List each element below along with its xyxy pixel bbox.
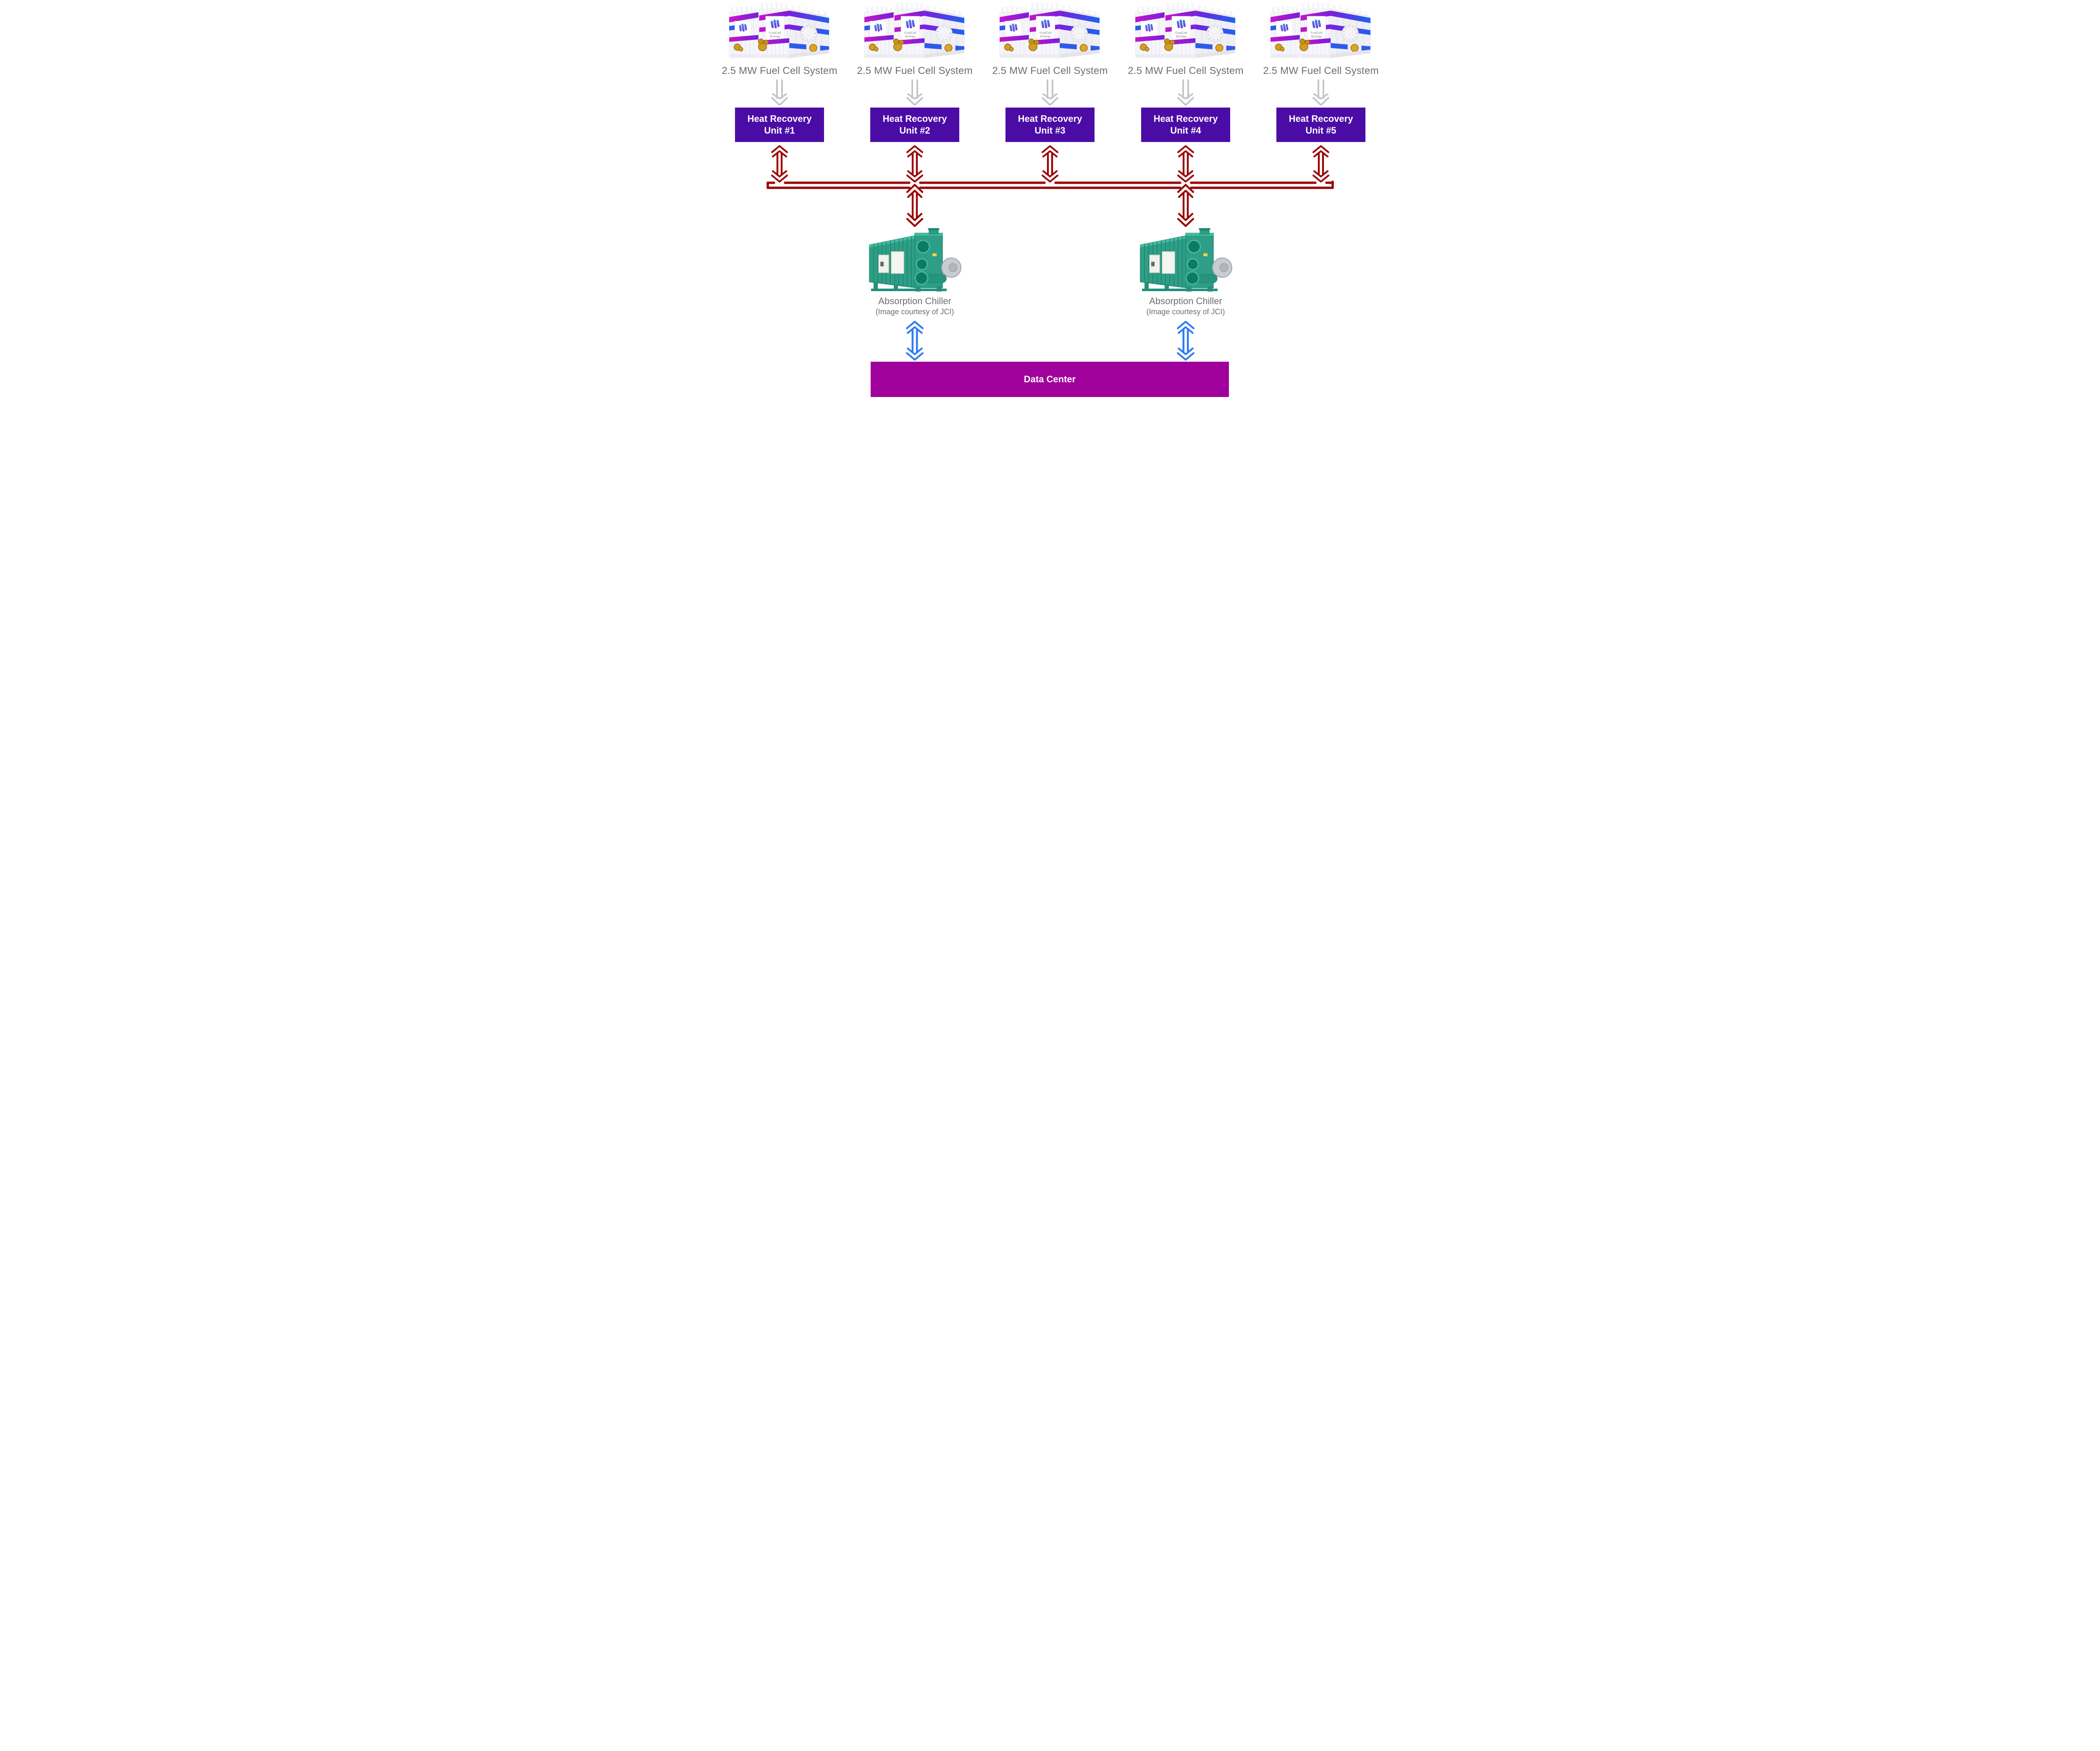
chiller-stack-2: Absorption Chiller (Image courtesy of JC… (1118, 184, 1253, 361)
chiller-caption: Absorption Chiller (878, 296, 951, 306)
fuel-cell-column-5: 2.5 MW Fuel Cell System Heat Recovery Un… (1253, 1, 1379, 142)
heat-loop-arrow-icon (1041, 145, 1059, 183)
chilled-water-arrow-icon (905, 321, 924, 361)
exhaust-down-arrow-icon (1041, 79, 1059, 105)
absorption-chiller-image (866, 228, 963, 292)
chiller-stack-1: Absorption Chiller (Image courtesy of JC… (847, 184, 982, 361)
data-center-label: Data Center (1024, 374, 1076, 384)
hru-label-line2: Unit #1 (764, 125, 795, 136)
chiller-image-credit: (Image courtesy of JCI) (875, 308, 954, 316)
hru-label-line1: Heat Recovery (1289, 113, 1353, 124)
heat-loop-arrow-icon (1312, 145, 1330, 183)
heat-recovery-unit-5-box: Heat Recovery Unit #5 (1276, 108, 1365, 142)
heat-loop-arrow-icon (1176, 184, 1195, 227)
chilled-water-arrow-icon (1176, 321, 1195, 361)
fuel-cell-column-1: 2.5 MW Fuel Cell System Heat Recovery Un… (721, 1, 847, 142)
fuel-cell-image (1131, 1, 1241, 62)
hru-label-line2: Unit #2 (899, 125, 930, 136)
hru-label-line1: Heat Recovery (747, 113, 812, 124)
fuel-cell-label: 2.5 MW Fuel Cell System (722, 65, 837, 76)
hot-water-bus-line (766, 180, 1334, 189)
chiller-image-credit: (Image courtesy of JCI) (1146, 308, 1225, 316)
hru-label-line2: Unit #3 (1034, 125, 1066, 136)
exhaust-down-arrow-icon (1176, 79, 1195, 105)
absorption-chiller-image (1137, 228, 1234, 292)
fuel-cell-image (724, 1, 835, 62)
chiller-caption: Absorption Chiller (1149, 296, 1222, 306)
exhaust-down-arrow-icon (1312, 79, 1330, 105)
heat-recovery-unit-1-box: Heat Recovery Unit #1 (735, 108, 824, 142)
fuel-cell-column-2: 2.5 MW Fuel Cell System Heat Recovery Un… (847, 1, 982, 142)
fuel-cell-column-4: 2.5 MW Fuel Cell System Heat Recovery Un… (1118, 1, 1253, 142)
heat-loop-arrow-icon (1176, 145, 1195, 183)
heat-loop-arrow-icon (770, 145, 789, 183)
heat-recovery-unit-4-box: Heat Recovery Unit #4 (1141, 108, 1230, 142)
fuel-cell-image (1266, 1, 1376, 62)
fuel-cell-column-3: 2.5 MW Fuel Cell System Heat Recovery Un… (982, 1, 1118, 142)
hru-label-line2: Unit #5 (1305, 125, 1336, 136)
fuel-cell-label: 2.5 MW Fuel Cell System (857, 65, 973, 76)
heat-loop-arrow-icon (906, 145, 924, 183)
hru-label-line1: Heat Recovery (1018, 113, 1082, 124)
fuel-cell-label: 2.5 MW Fuel Cell System (1128, 65, 1244, 76)
hru-label-line2: Unit #4 (1170, 125, 1201, 136)
fuel-cell-image (995, 1, 1105, 62)
heat-recovery-unit-2-box: Heat Recovery Unit #2 (870, 108, 959, 142)
hru-label-line1: Heat Recovery (882, 113, 947, 124)
hru-label-line1: Heat Recovery (1153, 113, 1218, 124)
heat-loop-arrow-icon (906, 184, 924, 227)
exhaust-down-arrow-icon (770, 79, 789, 105)
fuel-cell-label: 2.5 MW Fuel Cell System (992, 65, 1108, 76)
heat-recovery-unit-3-box: Heat Recovery Unit #3 (1005, 108, 1095, 142)
data-center-bar: Data Center (871, 362, 1229, 397)
exhaust-down-arrow-icon (906, 79, 924, 105)
fuel-cell-label: 2.5 MW Fuel Cell System (1263, 65, 1379, 76)
fuel-cell-image (860, 1, 970, 62)
